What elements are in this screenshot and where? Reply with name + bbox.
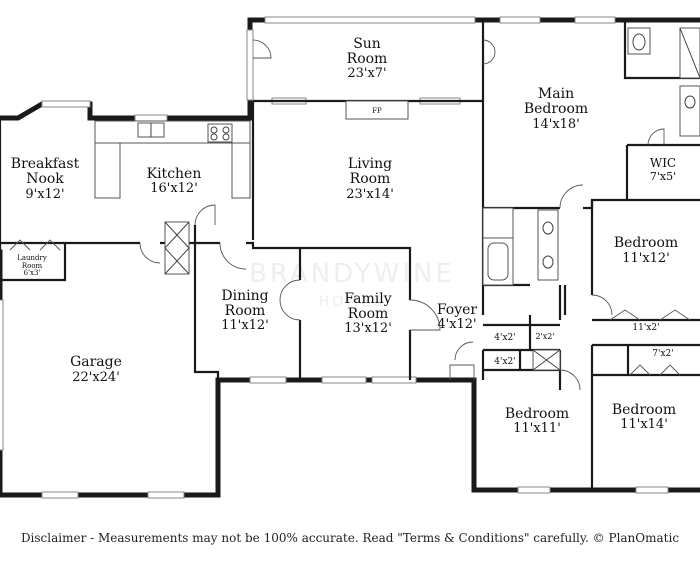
breakfast-nook-dim: 9'x12' — [25, 187, 64, 202]
exterior-walls — [0, 17, 700, 498]
main-vanity — [679, 85, 700, 137]
bedroom-2-dim: 11'x12' — [622, 251, 670, 266]
svg-text:Bedroom: Bedroom — [524, 101, 588, 117]
room-garage: Garage 22'x24' — [70, 354, 122, 385]
family-room-dim: 13'x12' — [344, 321, 392, 336]
bath-closet — [482, 207, 514, 239]
garage-dim: 22'x24' — [72, 370, 120, 385]
main-bedroom-dim: 14'x18' — [532, 117, 580, 132]
room-living-room: Living Room 23'x14' — [346, 156, 394, 202]
sun-room-name-2: Room — [347, 51, 388, 67]
sun-room-dim: 23'x7' — [347, 66, 386, 81]
room-main-bedroom: Main Bedroom 14'x18' — [524, 86, 588, 132]
fireplace-label: FP — [372, 107, 382, 115]
svg-text:Nook: Nook — [26, 171, 64, 187]
disclaimer: Disclaimer - Measurements may not be 100… — [20, 531, 680, 545]
svg-text:Room: Room — [22, 262, 43, 270]
room-kitchen: Kitchen 16'x12' — [147, 166, 202, 196]
fixtures: FP — [94, 27, 700, 371]
watermark: BRANDYWINE HOMES — [249, 259, 455, 310]
closet-labels: 4'x2' 2'x2' 4'x2' 11'x2' 7'x2' — [494, 323, 673, 367]
room-breakfast-nook: Breakfast Nook 9'x12' — [11, 156, 80, 202]
svg-text:Living: Living — [348, 156, 392, 172]
room-laundry: Laundry Room 6'x3' — [17, 254, 47, 277]
foyer-name: Foyer — [437, 302, 478, 318]
kitchen-counter-left — [94, 142, 121, 199]
watermark-line2: HOMES — [319, 294, 385, 310]
bath-vanity — [537, 209, 559, 281]
closet-b-label: 2'x2' — [535, 332, 554, 341]
bedroom-2-name: Bedroom — [614, 235, 678, 251]
living-room-dim: 23'x14' — [346, 187, 394, 202]
doors — [9, 39, 691, 391]
closet-a-label: 4'x2' — [494, 333, 515, 343]
room-foyer: Foyer 4'x12' — [437, 302, 478, 332]
bedroom-3-name: Bedroom — [505, 406, 569, 422]
garage-name: Garage — [70, 354, 122, 370]
kitchen-name: Kitchen — [147, 166, 202, 182]
closet-c-label: 4'x2' — [494, 357, 515, 367]
watermark-line1: BRANDYWINE — [249, 259, 455, 289]
svg-text:Room: Room — [350, 171, 391, 187]
kitchen-dim: 16'x12' — [150, 181, 198, 196]
closet-d-label: 11'x2' — [632, 323, 659, 333]
room-sun-room: Sun Room 23'x7' — [347, 36, 388, 81]
bedroom-4-name: Bedroom — [612, 402, 676, 418]
svg-text:Main: Main — [538, 86, 574, 102]
foyer-dim: 4'x12' — [437, 317, 476, 332]
svg-text:Breakfast: Breakfast — [11, 156, 80, 172]
laundry-room-dim: 6'x3' — [24, 269, 41, 277]
fireplace — [345, 100, 409, 120]
wic-name: WIC — [650, 156, 676, 170]
room-bedroom-2: Bedroom 11'x12' — [614, 235, 678, 266]
sun-room-name-1: Sun — [353, 36, 381, 52]
bedroom-4-dim: 11'x14' — [620, 417, 668, 432]
svg-text:Room: Room — [225, 303, 266, 319]
stove-icon — [207, 123, 233, 143]
room-bedroom-3: Bedroom 11'x11' — [505, 406, 569, 436]
toilet-icon — [627, 27, 651, 55]
room-dining-room: Dining Room 11'x12' — [221, 288, 269, 333]
room-labels: Sun Room 23'x7' Main Bedroom 14'x18' Bre… — [11, 36, 678, 436]
svg-text:Dining: Dining — [221, 288, 268, 304]
room-family-room: Family Room 13'x12' — [344, 291, 392, 336]
interior-walls — [0, 20, 700, 490]
dining-room-dim: 11'x12' — [221, 318, 269, 333]
wic-dim: 7'x5' — [650, 170, 676, 183]
room-bedroom-4: Bedroom 11'x14' — [612, 402, 676, 432]
pantry — [164, 221, 190, 275]
svg-text:Family: Family — [344, 291, 391, 307]
svg-text:Room: Room — [348, 306, 389, 322]
room-wic: WIC 7'x5' — [650, 156, 676, 183]
svg-text:Laundry: Laundry — [17, 254, 47, 262]
closet-e-label: 7'x2' — [652, 349, 673, 359]
bedroom-3-dim: 11'x11' — [513, 421, 561, 436]
kitchen-counter-right — [231, 142, 251, 199]
